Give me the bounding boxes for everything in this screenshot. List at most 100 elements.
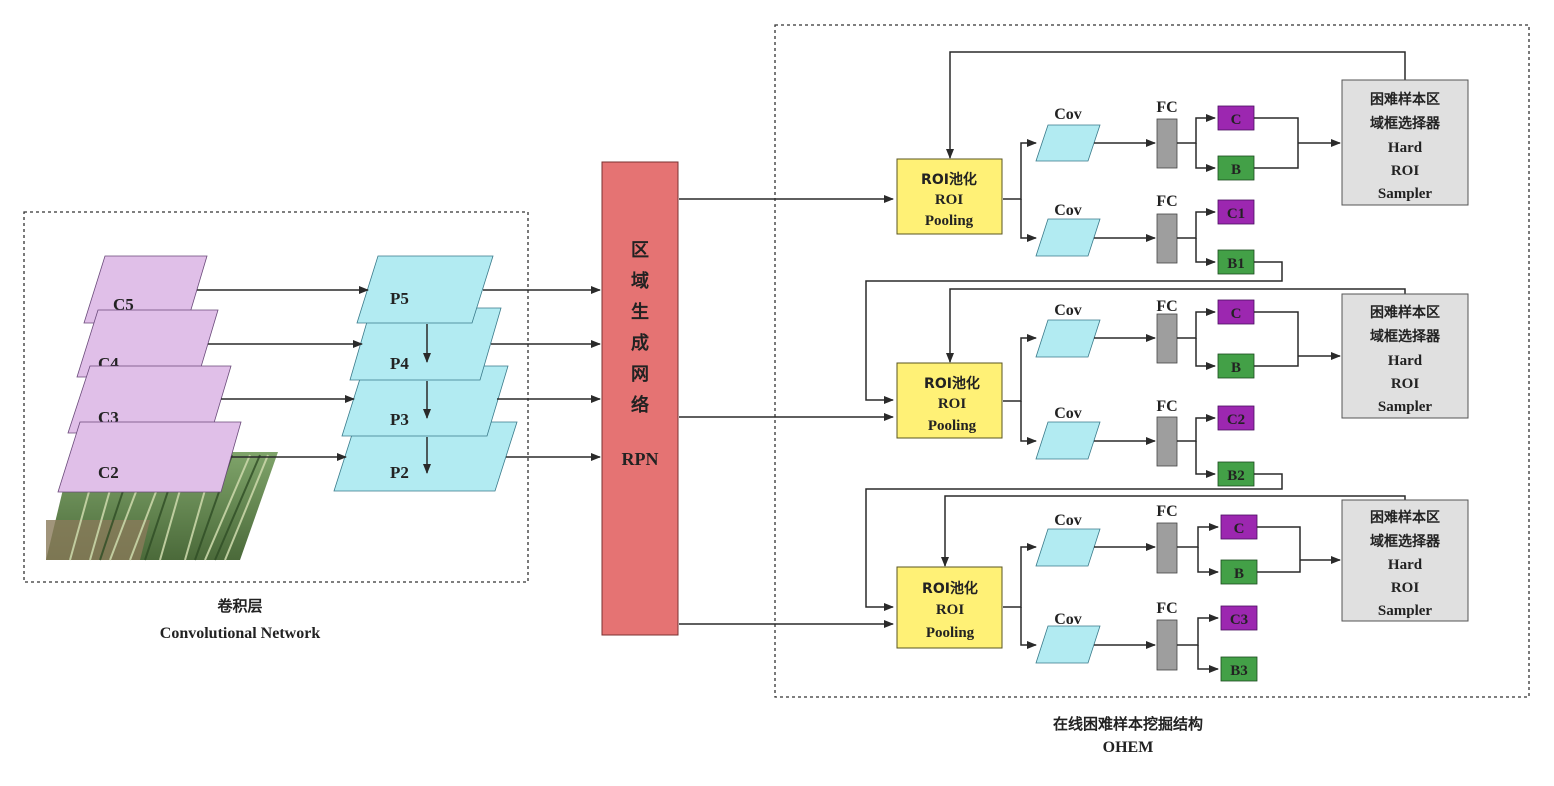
stage1-fc-to-c1	[1177, 208, 1216, 239]
stage1-class1-label: C1	[1227, 206, 1245, 222]
stage3-feedback-arrow	[941, 495, 1406, 567]
rpn-label: RPN	[622, 449, 659, 469]
stage3-fc-to-c3	[1177, 614, 1219, 646]
stage1-hard-roi-sampler	[1341, 79, 1469, 206]
stage2-fc-to-b2	[1195, 441, 1216, 478]
stage2-roi-pooling	[896, 362, 1003, 439]
ohem-title-cn: 在线困难样本挖掘结构	[1053, 715, 1203, 733]
stage2-fc-bottom	[1156, 416, 1178, 467]
stage3-hard-roi-sampler	[1341, 499, 1469, 622]
stage2-fc-to-b	[1195, 338, 1216, 370]
stage1-fc-top	[1156, 118, 1178, 169]
rpn-block: 区 域 生 成 网 络 RPN	[601, 161, 679, 636]
stage2-cov-top	[1035, 319, 1101, 358]
conv-network-group: C5 C4 C3 C2 P2 P3 P4 P5	[23, 211, 601, 642]
conv-title-en: Convolutional Network	[160, 625, 321, 642]
stage3-cov-top-label: Cov	[1054, 512, 1082, 529]
stage1-sampler-roi: ROI	[1391, 163, 1420, 179]
stage1-sampler-label: Sampler	[1378, 186, 1433, 202]
stage2-cov-top-label: Cov	[1054, 302, 1082, 319]
stage3-fc-to-b	[1197, 547, 1219, 576]
stage2-hard-roi-sampler	[1341, 293, 1469, 419]
stage3-fc-bottom	[1156, 619, 1178, 671]
stage1-class1-box	[1217, 199, 1255, 225]
stage1-fc-to-b	[1195, 143, 1216, 172]
stage1-pool-roi: ROI	[935, 192, 964, 208]
stage2-sampler-cn2: 域框选择器	[1370, 328, 1441, 345]
stage3-roi-pooling	[896, 566, 1003, 649]
stage1-roi-pooling	[896, 158, 1003, 235]
stage1-cov-bottom	[1035, 218, 1101, 257]
c2-label: C2	[98, 463, 119, 482]
stage1-bbox-label: B	[1231, 162, 1241, 178]
stage2-bbox-label: B	[1231, 360, 1241, 376]
rpn-char-1: 区	[631, 240, 649, 261]
stage3-sampler-roi: ROI	[1391, 580, 1420, 596]
p4-label: P4	[390, 354, 409, 373]
stage1-fc-top-label: FC	[1156, 99, 1177, 116]
stage2-class2-box	[1217, 405, 1255, 431]
stage2-sampler-label: Sampler	[1378, 399, 1433, 415]
stage3-class3-label: C3	[1230, 612, 1248, 628]
stage3-fc-to-c	[1177, 523, 1219, 548]
stage3-class3-box	[1220, 605, 1258, 631]
stage2-cov-bottom-label: Cov	[1054, 405, 1082, 422]
stage3-sampler-cn2: 域框选择器	[1370, 533, 1441, 550]
stage2-pool-pooling: Pooling	[928, 418, 977, 434]
stage2-pool-to-cov-bottom	[1020, 401, 1037, 445]
stage3-fc-top-label: FC	[1156, 503, 1177, 520]
stage3-sampler-label: Sampler	[1378, 603, 1433, 619]
p5-layer: P5	[356, 255, 494, 324]
stage1-class-box	[1217, 105, 1255, 131]
stage1-bbox-box	[1217, 155, 1255, 181]
ohem-group: ROI池化 ROI Pooling Cov Cov FC FC C B	[679, 24, 1530, 756]
stage3-fc-bottom-label: FC	[1156, 600, 1177, 617]
conv-network-border	[23, 211, 529, 583]
rpn-char-2: 域	[631, 270, 649, 292]
stage3-pool-cn: ROI池化	[922, 580, 978, 597]
stage3-fc-to-b3	[1197, 645, 1219, 673]
stage2-fc-top	[1156, 313, 1178, 364]
stage1-cb-merge	[1254, 117, 1299, 169]
stage1-cov-top-label: Cov	[1054, 106, 1082, 123]
ohem-stage-1: ROI池化 ROI Pooling Cov Cov FC FC C B	[896, 51, 1469, 275]
stage3-bbox-box	[1220, 559, 1258, 585]
rpn-char-5: 网	[631, 364, 649, 385]
stage1-sampler-hard: Hard	[1388, 140, 1423, 156]
stage3-bbox-label: B	[1234, 566, 1244, 582]
stage3-bbox3-box	[1220, 656, 1258, 682]
p5-label: P5	[390, 289, 409, 308]
ohem-stage-2: ROI池化 ROI Pooling Cov Cov FC FC C B	[896, 288, 1469, 487]
ohem-title-en: OHEM	[1103, 739, 1154, 756]
stage1-sampler-cn2: 域框选择器	[1370, 115, 1441, 132]
stage2-pool-cn: ROI池化	[924, 375, 980, 392]
stage3-pool-pooling: Pooling	[926, 625, 975, 641]
rpn-char-3: 生	[631, 301, 649, 323]
stage1-cov-top	[1035, 124, 1101, 162]
stage1-fc-bottom	[1156, 213, 1178, 264]
stage2-class-label: C	[1231, 306, 1242, 322]
stage2-fc-top-label: FC	[1156, 298, 1177, 315]
stage3-fc-top	[1156, 522, 1178, 574]
p2-label: P2	[390, 463, 409, 482]
stage2-bbox2-box	[1217, 461, 1255, 487]
stage2-class2-label: C2	[1227, 412, 1245, 428]
c5-label: C5	[113, 295, 134, 314]
stage3-cov-bottom-label: Cov	[1054, 611, 1082, 628]
stage2-feedback-arrow	[946, 288, 1406, 363]
p3-layer: P3	[341, 365, 509, 437]
stage2-pool-to-cov-top	[1003, 334, 1037, 402]
stage3-cb-merge	[1257, 526, 1301, 573]
stage2-fc-to-c2	[1177, 414, 1216, 442]
stage1-bbox1-label: B1	[1227, 256, 1245, 272]
p3-label: P3	[390, 410, 409, 429]
stage2-bbox-box	[1217, 353, 1255, 379]
stage2-cb-merge	[1254, 311, 1299, 367]
stage1-sampler-cn1: 困难样本区	[1370, 91, 1440, 108]
b2-to-pool3-arrow	[865, 473, 1283, 611]
stage2-bbox2-label: B2	[1227, 468, 1245, 484]
stage1-fc-to-b1	[1195, 238, 1216, 266]
stage1-feedback-arrow	[946, 51, 1406, 159]
stage2-sampler-cn1: 困难样本区	[1370, 304, 1440, 321]
